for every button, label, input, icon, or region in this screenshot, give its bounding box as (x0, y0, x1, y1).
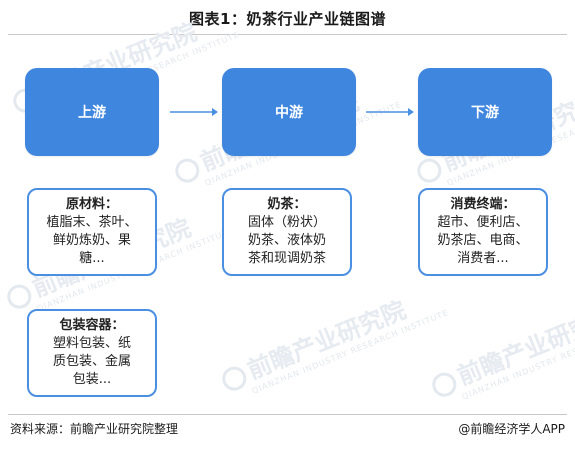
detail-line: 固体（粉状） (247, 215, 326, 230)
arrow-head (408, 108, 414, 116)
stage-midstream: 中游 (222, 68, 356, 156)
detail-box-milk-tea: 奶茶： 固体（粉状） 奶茶、液体奶 茶和现调奶茶 (222, 188, 352, 276)
watermark-logo-icon (428, 369, 460, 401)
detail-line: 糖... (79, 251, 105, 266)
stage-downstream: 下游 (418, 68, 552, 156)
title-divider (8, 34, 567, 35)
watermark-logo-icon (218, 363, 250, 395)
arrow-right-icon (170, 108, 218, 116)
arrow-head (212, 108, 218, 116)
detail-line: 质包装、金属 (52, 354, 131, 369)
detail-line: 茶和现调奶茶 (247, 251, 326, 266)
detail-line: 消费者... (457, 251, 509, 266)
stage-downstream-label: 下游 (471, 105, 499, 121)
detail-line: 超市、便利店、 (437, 215, 529, 230)
detail-line: 奶茶店、电商、 (437, 233, 529, 248)
stage-midstream-label: 中游 (275, 105, 303, 121)
arrow-right-icon (366, 108, 414, 116)
watermark-logo-icon (171, 155, 203, 187)
brand-credit: @前瞻经济学人APP (458, 422, 565, 436)
watermark-logo-icon (413, 155, 445, 187)
watermark-subtext: QIANZHAN INDUSTRY RESEARCH INSTITUTE (460, 314, 575, 402)
footer-divider (8, 414, 567, 415)
watermark-text: 前瞻产业研究院 (243, 295, 410, 385)
detail-box-consumer-end: 消费终端： 超市、便利店、 奶茶店、电商、 消费者... (418, 188, 548, 276)
detail-line: 塑料包装、纸 (52, 336, 131, 351)
stage-upstream-label: 上游 (78, 105, 106, 121)
watermark-subtext: QIANZHAN INDUSTRY RESEARCH INSTITUTE (250, 307, 450, 396)
chart-title: 图表1：奶茶行业产业链图谱 (189, 10, 386, 28)
watermark-logo-icon (3, 281, 35, 313)
detail-line: 鲜奶炼奶、果 (52, 233, 131, 248)
detail-box-packaging: 包装容器： 塑料包装、纸 质包装、金属 包装... (27, 309, 157, 397)
watermark-text: 前瞻产业研究院 (453, 301, 575, 391)
detail-title: 原材料： (65, 197, 118, 212)
source-note: 资料来源：前瞻产业研究院整理 (10, 422, 179, 436)
detail-title: 包装容器： (59, 318, 125, 333)
detail-line: 包装... (72, 372, 112, 387)
stage-upstream: 上游 (25, 68, 159, 156)
detail-line: 奶茶、液体奶 (247, 233, 326, 248)
detail-title: 奶茶： (267, 197, 307, 212)
detail-line: 植脂末、茶叶、 (46, 215, 138, 230)
detail-title: 消费终端： (450, 197, 516, 212)
detail-box-raw-materials: 原材料： 植脂末、茶叶、 鲜奶炼奶、果 糖... (27, 188, 157, 276)
